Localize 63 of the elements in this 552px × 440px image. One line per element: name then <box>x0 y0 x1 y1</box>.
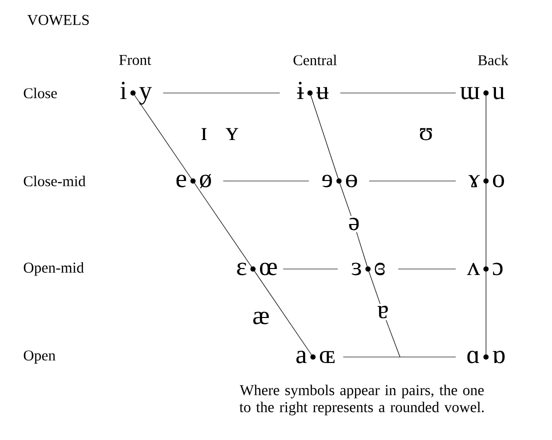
node-label: ɨ <box>297 82 304 100</box>
node-label: e <box>176 174 186 188</box>
vowel-symbol: ɐ <box>378 306 388 318</box>
node-label: o <box>492 174 504 188</box>
chart-line <box>338 180 352 216</box>
vowel-pair: e ø <box>176 174 212 188</box>
vowel-pair: ɤ o <box>468 174 504 188</box>
node-label: ɘ <box>322 174 332 188</box>
node-label: ɤ <box>468 175 480 188</box>
node-label: ʌ <box>467 262 480 276</box>
column-heading: Central <box>294 54 337 66</box>
vowel-pair: a ɶ <box>296 350 335 364</box>
node-label: ɒ <box>492 350 505 364</box>
chart-line <box>398 268 456 270</box>
vowel-symbol: ʊ <box>420 128 432 140</box>
node-label: ɜ <box>352 262 361 276</box>
chart-line <box>356 232 368 270</box>
node-label: ø <box>200 174 212 188</box>
chart-line <box>310 92 340 182</box>
node-label: u <box>492 87 505 100</box>
row-label: Close <box>24 88 57 98</box>
column-heading: Back <box>478 54 508 66</box>
vowel-symbol: æ <box>253 312 269 324</box>
chart-line <box>192 180 254 270</box>
chart-line <box>340 92 456 94</box>
chart-line <box>252 268 314 358</box>
column-heading: Front <box>119 55 152 65</box>
chart-line <box>342 356 456 358</box>
node-label: ʉ <box>316 87 329 100</box>
node-label: ɵ <box>346 174 358 188</box>
node-label: ɶ <box>320 351 335 364</box>
vowel-pair: ɑ ɒ <box>467 350 505 364</box>
chart-line <box>132 92 194 182</box>
row-label: Open-mid <box>24 262 84 276</box>
chart-line <box>386 320 400 358</box>
chart-line <box>368 180 456 182</box>
heading: VOWELS <box>27 14 89 26</box>
vowel-pair: i y <box>120 82 152 105</box>
node-label: ɞ <box>374 262 385 276</box>
node-label: ɑ <box>467 350 480 364</box>
vowel-symbol: ɪ <box>202 128 207 140</box>
vowel-pair: ɜ ɞ <box>352 262 385 276</box>
vowel-pair: ɘ ɵ <box>322 174 358 188</box>
vowel-pair: ɨ ʉ <box>297 82 329 100</box>
vowel-pair: ʌ ɔ <box>467 262 503 276</box>
vowel-symbol: ə <box>349 218 359 230</box>
node-label: ɛ <box>237 262 246 276</box>
row-label: Open <box>24 350 56 364</box>
node-label: ɯ <box>460 87 480 100</box>
chart-line <box>282 268 338 270</box>
node-label: ɔ <box>492 262 503 276</box>
node-label: i <box>120 82 127 100</box>
node-label: a <box>296 350 307 364</box>
caption: Where symbols appear in pairs, the one to the right represents a rounded vowel. <box>239 384 484 416</box>
chart-line <box>222 180 310 182</box>
vowel-pair: ɛ œ <box>237 262 277 276</box>
chart-line <box>368 268 380 304</box>
node-label: œ <box>260 262 277 276</box>
vowel-symbol: ʏ <box>226 128 238 140</box>
row-label: Close-mid <box>24 176 86 186</box>
node-label: y <box>139 87 152 105</box>
vowel-pair: ɯ u <box>460 87 505 100</box>
chart-line <box>162 92 280 94</box>
